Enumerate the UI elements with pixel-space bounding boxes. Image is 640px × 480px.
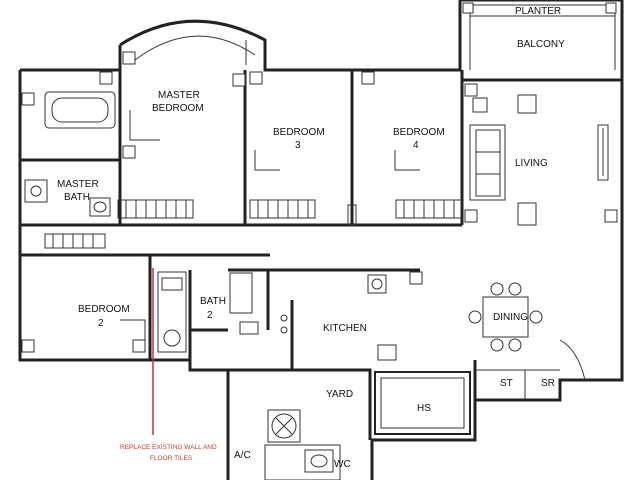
annotation-line-1: REPLACE EXISTING WALL AND (120, 444, 217, 451)
label-master-bath-1: MASTER (57, 179, 99, 190)
curved-wall (134, 35, 256, 65)
column-posts (21, 51, 618, 353)
label-master-bedroom-1: MASTER (158, 90, 200, 101)
hs-room (374, 369, 560, 435)
corridor-column (347, 204, 357, 226)
label-bath2-2: 2 (207, 310, 213, 321)
door-swings (120, 110, 420, 345)
wc-ac-fixtures (264, 409, 341, 480)
master-bath-fixtures (24, 179, 111, 217)
label-master-bath-2: BATH (64, 192, 90, 203)
label-yard: YARD (326, 389, 353, 400)
label-sr: SR (541, 378, 555, 389)
label-kitchen: KITCHEN (323, 323, 367, 334)
label-bath2-1: BATH (200, 296, 226, 307)
label-living: LIVING (515, 158, 548, 169)
label-dining: DINING (493, 312, 528, 323)
label-hs: HS (417, 403, 431, 414)
label-balcony: BALCONY (517, 39, 565, 50)
interior-walls (20, 70, 622, 440)
kitchen-fixtures (229, 272, 397, 361)
label-bedroom3-2: 3 (295, 140, 301, 151)
dining-set (468, 282, 586, 381)
label-bedroom4-2: 4 (413, 140, 419, 151)
annotation-line-2: FLOOR TILES (150, 455, 193, 462)
label-ac: A/C (234, 450, 251, 461)
bath2-fixtures (157, 271, 259, 353)
outer-walls (18, 0, 624, 480)
label-bedroom2-2: 2 (98, 318, 104, 329)
label-planter: PLANTER (515, 6, 561, 17)
label-bedroom4-1: BEDROOM (393, 127, 445, 138)
window-hatches (44, 199, 462, 249)
label-bedroom3-1: BEDROOM (273, 127, 325, 138)
bathtub (44, 91, 116, 129)
label-st: ST (500, 378, 513, 389)
label-master-bedroom-2: BEDROOM (152, 103, 204, 114)
label-bedroom2-1: BEDROOM (78, 304, 130, 315)
living-furniture (469, 94, 609, 226)
label-wc: WC (334, 459, 351, 470)
planter-strip (462, 2, 617, 70)
